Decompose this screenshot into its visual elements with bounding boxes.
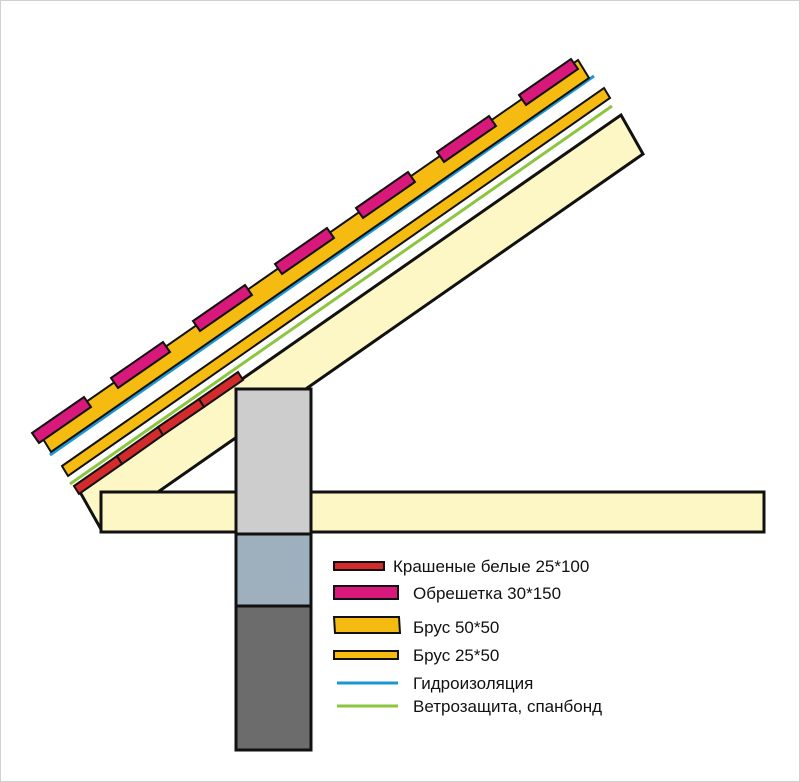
painted-boards (72, 370, 245, 496)
wind-barrier-line (69, 104, 613, 486)
legend-label-wind-barrier: Ветрозащита, спанбонд (413, 697, 602, 716)
legend-swatch-beam-25 (333, 650, 399, 660)
wall-middle (234, 532, 313, 608)
legend: Крашеные белые 25*100 Обрешетка 30*150 Б… (332, 557, 602, 716)
lathing-blocks (30, 57, 580, 445)
legend-swatch-painted-board (333, 561, 385, 571)
waterproofing-line (49, 74, 595, 457)
legend-label-waterproofing: Гидроизоляция (413, 674, 533, 693)
legend-label-beam-25: Брус 25*50 (413, 646, 499, 665)
rafter (78, 112, 645, 534)
legend-swatch-beam-50 (332, 616, 402, 634)
beam-50x50 (38, 58, 591, 454)
wall-upper (234, 387, 313, 536)
beam-25x50 (60, 86, 612, 478)
legend-label-beam-50: Брус 50*50 (413, 618, 499, 637)
ceiling-joist (99, 490, 766, 534)
legend-swatch-lathing (333, 585, 399, 600)
legend-label-lathing: Обрешетка 30*150 (413, 584, 561, 603)
legend-label-painted-board: Крашеные белые 25*100 (393, 557, 589, 576)
wall-lower (234, 604, 313, 752)
